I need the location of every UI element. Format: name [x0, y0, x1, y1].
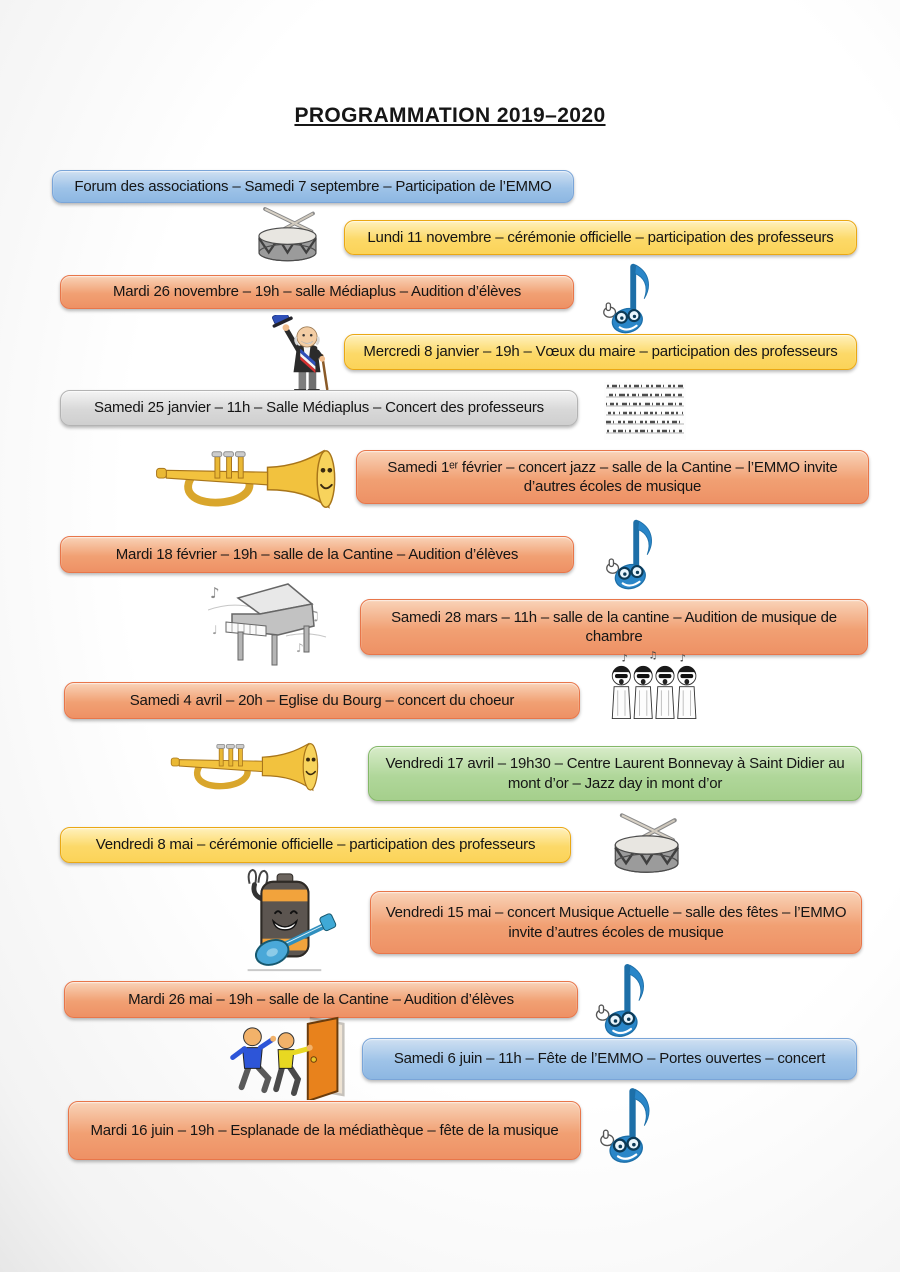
event-box-feb18: Mardi 18 février – 19h – salle de la Can… — [60, 536, 574, 573]
grand-piano-icon — [208, 583, 327, 666]
open-door-icon — [220, 1016, 358, 1100]
battery-guitarist-icon — [222, 866, 342, 976]
event-box-apr17: Vendredi 17 avril – 19h30 – Centre Laure… — [368, 746, 862, 801]
event-box-jun6: Samedi 6 juin – 11h – Fête de l’EMMO – P… — [362, 1038, 857, 1080]
event-box-feb1: Samedi 1ᵉʳ février – concert jazz – sall… — [356, 450, 869, 504]
trumpet-icon — [168, 737, 328, 799]
event-box-may26: Mardi 26 mai – 19h – salle de la Cantine… — [64, 981, 578, 1018]
event-box-jan8: Mercredi 8 janvier – 19h – Vœux du maire… — [344, 334, 857, 370]
mayor-icon — [267, 315, 347, 395]
event-box-nov26: Mardi 26 novembre – 19h – salle Médiaplu… — [60, 275, 574, 309]
page-title: PROGRAMMATION 2019–2020 — [294, 104, 606, 127]
event-box-apr4: Samedi 4 avril – 20h – Eglise du Bourg –… — [64, 682, 580, 719]
event-box-mar28: Samedi 28 mars – 11h – salle de la canti… — [360, 599, 868, 655]
music-note-character-icon — [594, 260, 664, 340]
music-note-character-icon — [597, 516, 667, 596]
music-note-character-icon — [590, 1084, 666, 1170]
event-box-may15: Vendredi 15 mai – concert Musique Actuel… — [370, 891, 862, 954]
event-box-jan25: Samedi 25 janvier – 11h – Salle Médiaplu… — [60, 390, 578, 426]
sheet-music-icon — [604, 382, 686, 440]
event-box-jun16: Mardi 16 juin – 19h – Esplanade de la mé… — [68, 1101, 581, 1160]
trumpet-icon — [150, 444, 350, 517]
choir-singers-icon — [605, 650, 705, 728]
event-box-forum: Forum des associations – Samedi 7 septem… — [52, 170, 574, 203]
snare-drum-icon — [257, 207, 318, 263]
event-box-nov11: Lundi 11 novembre – cérémonie officielle… — [344, 220, 857, 255]
snare-drum-icon — [600, 812, 690, 878]
event-box-may8: Vendredi 8 mai – cérémonie officielle – … — [60, 827, 571, 863]
music-note-character-icon — [586, 960, 660, 1044]
